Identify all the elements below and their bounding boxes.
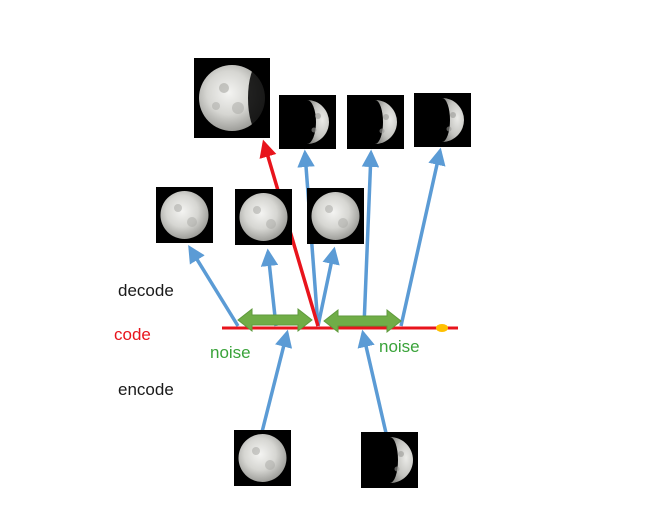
decode-output-gibbous-moon (194, 58, 270, 138)
code-marker (436, 324, 448, 332)
encode-arrow-full (260, 329, 293, 433)
decode-output-full-moon-2 (235, 189, 292, 245)
encode-input-full-moon (234, 430, 291, 486)
decode-arrow-half-2 (361, 149, 380, 327)
decode-label: decode (118, 281, 174, 300)
decode-output-full-moon-3 (307, 188, 364, 244)
decode-arrow-full-3 (316, 246, 340, 327)
decode-output-full-moon-1 (156, 187, 213, 243)
encode-input-half-moon (361, 432, 418, 488)
encode-arrow-half (357, 329, 388, 434)
decode-arrow-full-1 (188, 245, 240, 327)
decode-arrow-half-3 (399, 147, 446, 327)
decode-output-half-moon-3 (414, 93, 471, 147)
noise-arrow-left (237, 307, 313, 333)
noise-label-left: noise (210, 343, 251, 362)
noise-label-right: noise (379, 337, 420, 356)
decode-output-half-moon-1 (279, 95, 336, 149)
encode-label: encode (118, 380, 174, 399)
decode-arrow-full-2 (260, 248, 279, 327)
code-label: code (114, 325, 151, 344)
noise-arrow-right (323, 308, 402, 334)
decode-output-half-moon-2 (347, 95, 404, 149)
